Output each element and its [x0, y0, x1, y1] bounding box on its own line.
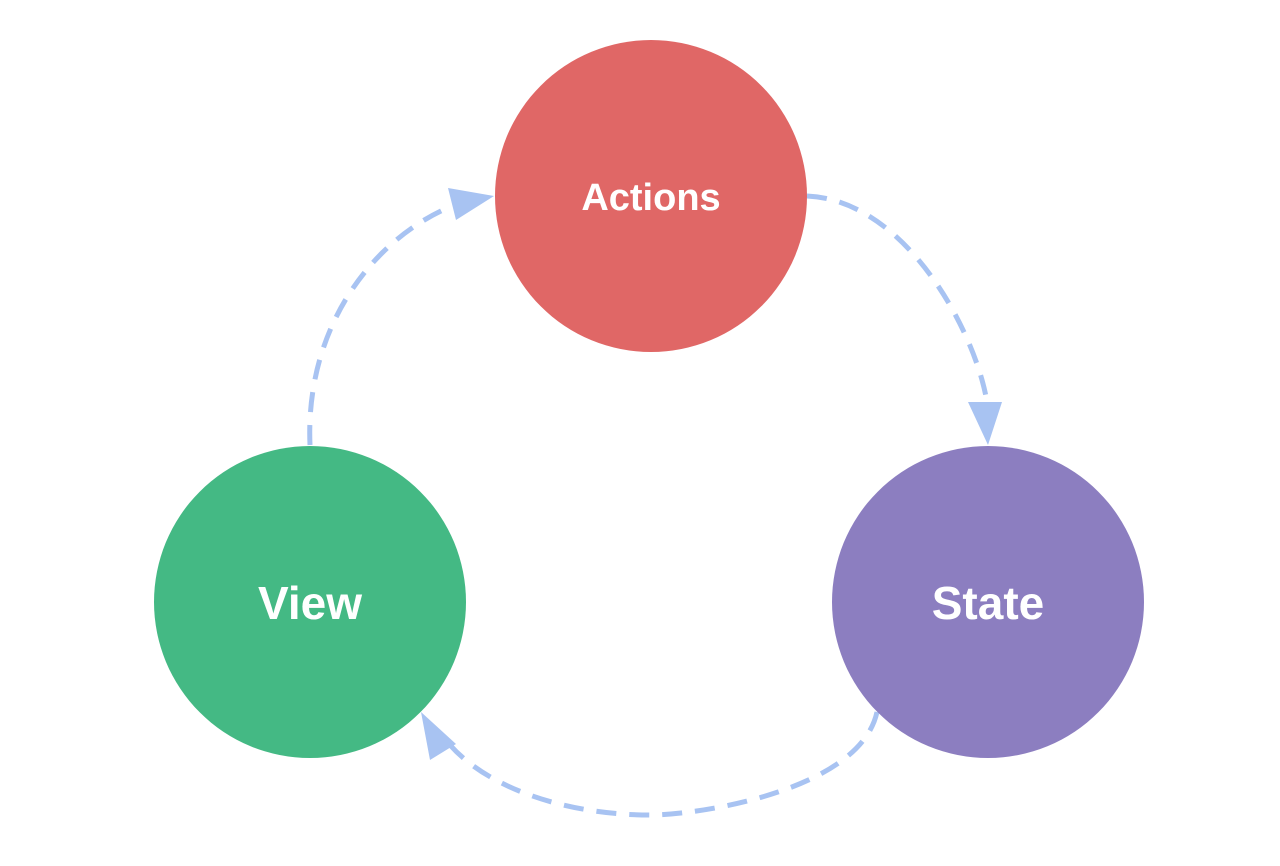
node-state: State [832, 446, 1144, 758]
edge-view-to-actions [307, 188, 494, 446]
node-view: View [154, 446, 466, 758]
node-view-circle [154, 446, 466, 758]
edge-actions-to-state-line [806, 193, 990, 403]
edge-actions-to-state-arrowhead [968, 402, 1002, 445]
edge-state-to-view-line [448, 711, 880, 818]
edge-state-to-view [421, 711, 880, 818]
node-actions: Actions [495, 40, 807, 352]
node-state-circle [832, 446, 1144, 758]
edge-actions-to-state [806, 193, 1002, 445]
node-actions-label: Actions [581, 177, 720, 219]
edge-view-to-actions-line [307, 203, 453, 446]
node-state-label: State [932, 577, 1044, 629]
edge-state-to-view-arrowhead [421, 712, 456, 760]
node-actions-circle [495, 40, 807, 352]
node-view-label: View [258, 577, 362, 629]
edge-view-to-actions-arrowhead [448, 188, 494, 220]
